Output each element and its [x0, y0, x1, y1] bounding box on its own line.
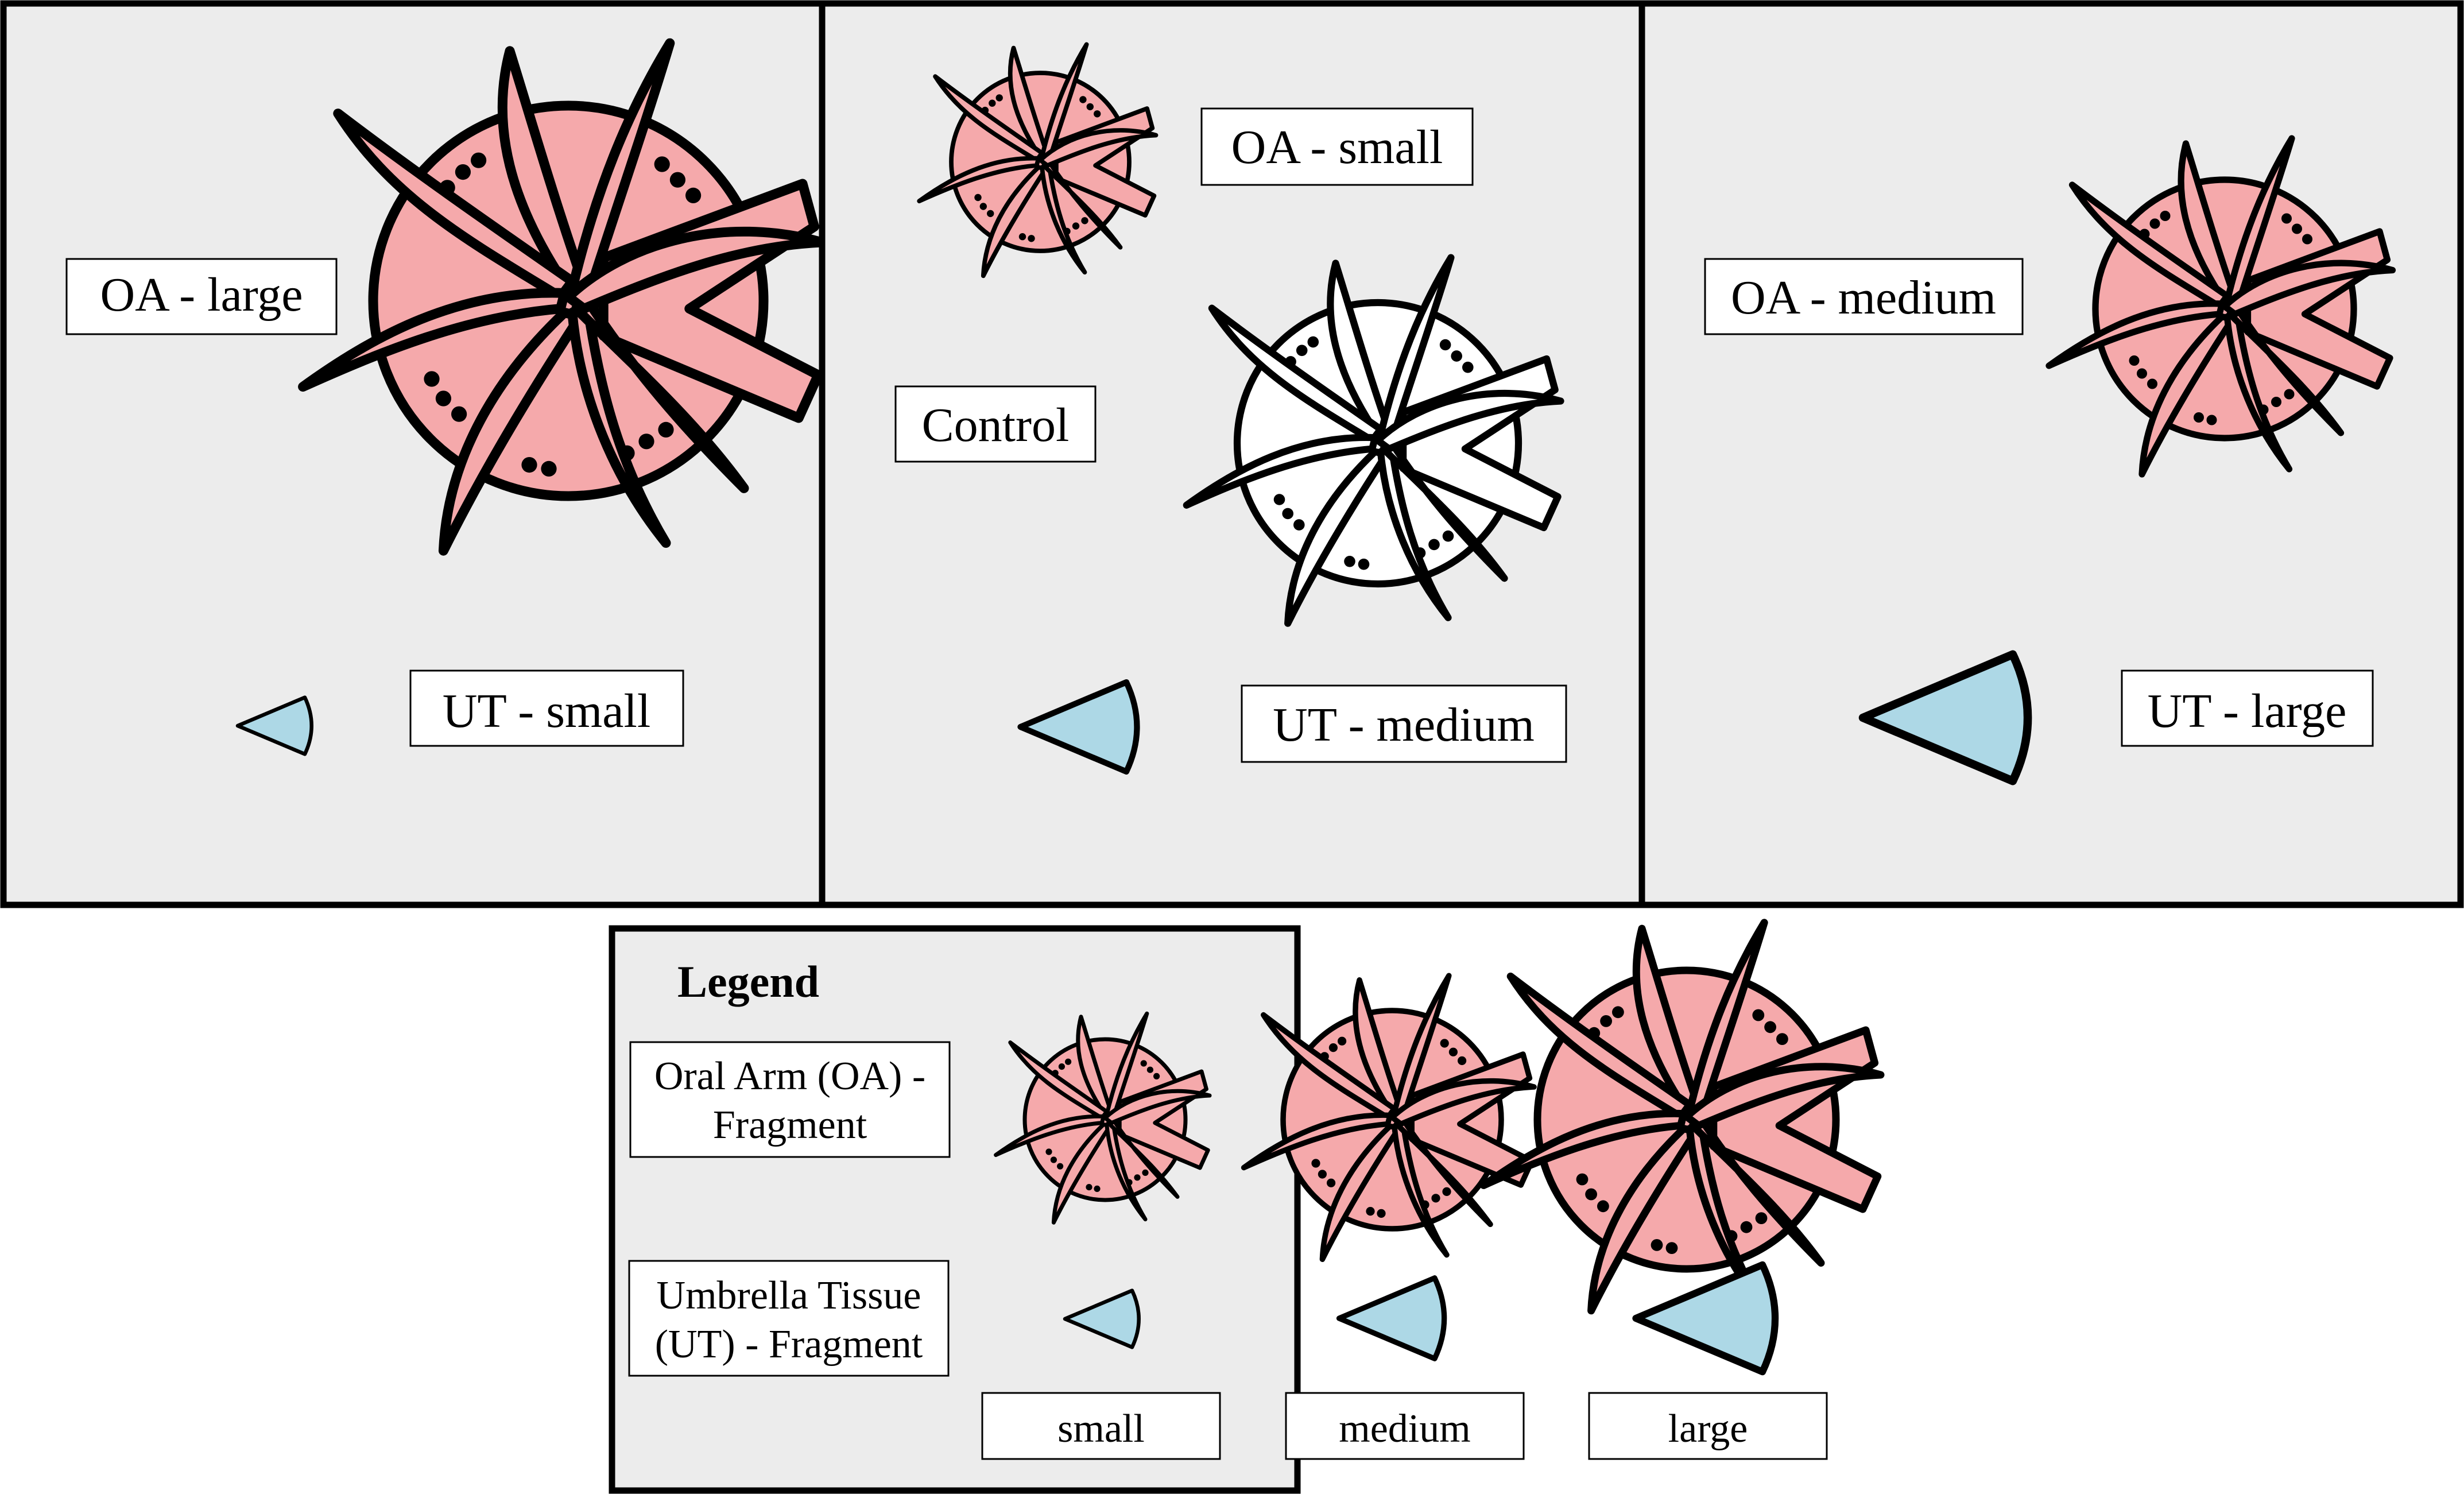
label-ut-large: UT - large — [2148, 684, 2347, 738]
legend-umbrella-line2: (UT) - Fragment — [655, 1322, 923, 1367]
panel-1: OA - large UT - small — [0, 0, 826, 908]
label-box-oa-small: OA - small — [1200, 107, 1474, 186]
legend-label-box-oral-arm: Oral Arm (OA) - Fragment — [629, 1041, 951, 1158]
legend-ut-medium-wedge-icon — [1339, 1278, 1444, 1359]
legend-size-medium: medium — [1339, 1407, 1470, 1451]
label-control: Control — [922, 398, 1070, 452]
legend-size-box-large: large — [1588, 1392, 1828, 1460]
label-box-ut-large: UT - large — [2121, 669, 2374, 747]
label-box-ut-medium: UT - medium — [1241, 684, 1567, 763]
panel-1-frame — [0, 0, 826, 908]
label-box-oa-large: OA - large — [65, 258, 338, 335]
label-ut-small: UT - small — [443, 684, 650, 738]
legend-panel: Legend Oral Arm (OA) - Fragment Umbrella… — [609, 923, 1881, 1494]
legend-oral-arm-line1: Oral Arm (OA) - — [654, 1054, 925, 1098]
label-oa-large: OA - large — [100, 268, 303, 322]
legend-title: Legend — [677, 957, 819, 1007]
label-oa-medium: OA - medium — [1731, 271, 1996, 324]
panel-3-frame — [1638, 0, 2464, 908]
legend-label-box-umbrella: Umbrella Tissue (UT) - Fragment — [628, 1260, 950, 1377]
legend-umbrella-line1: Umbrella Tissue — [657, 1274, 921, 1318]
legend-size-box-medium: medium — [1285, 1392, 1525, 1460]
legend-size-small: small — [1057, 1407, 1145, 1451]
label-box-ut-small: UT - small — [409, 669, 684, 747]
legend-oa-large-medusa-icon — [1483, 923, 1881, 1311]
legend-oral-arm-line2: Fragment — [713, 1103, 867, 1147]
legend-size-large: large — [1668, 1407, 1748, 1451]
legend-ut-large-wedge-icon — [1636, 1265, 1776, 1372]
panel-3: OA - medium UT - large — [1638, 0, 2464, 908]
label-oa-small: OA - small — [1231, 121, 1443, 174]
legend-size-box-small: small — [981, 1392, 1221, 1460]
panel-2: OA - small Control UT - medium — [819, 0, 1645, 908]
label-box-oa-medium: OA - medium — [1704, 258, 2024, 335]
label-ut-medium: UT - medium — [1273, 698, 1535, 752]
label-box-control: Control — [894, 385, 1097, 463]
